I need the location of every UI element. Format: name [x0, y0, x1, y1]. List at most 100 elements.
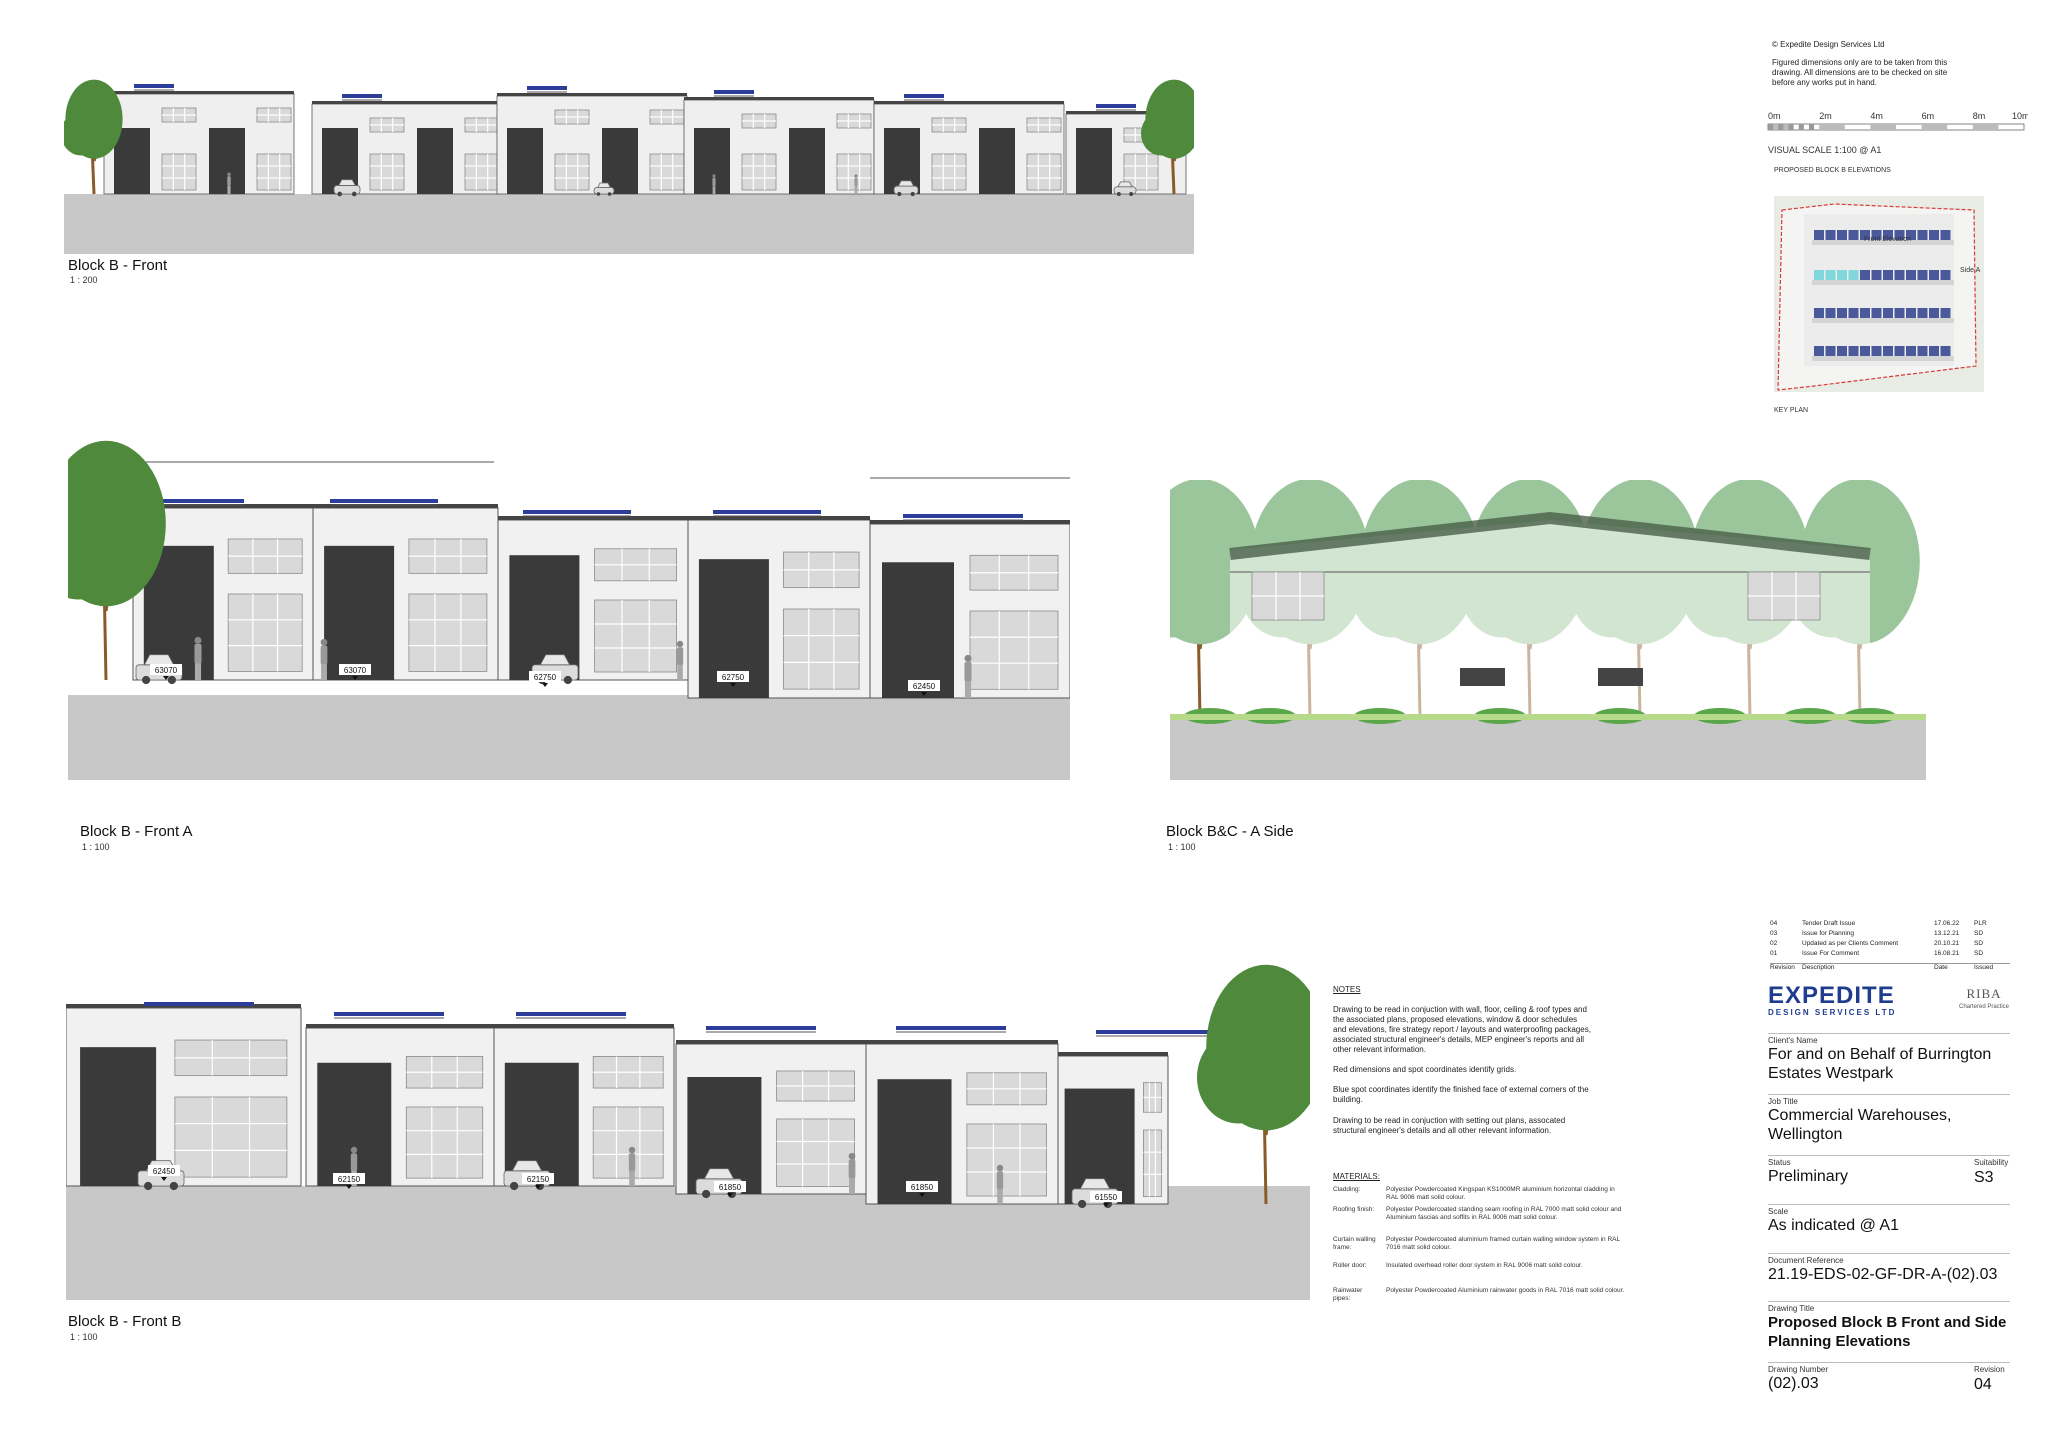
key-plan-caption: PROPOSED BLOCK B ELEVATIONS: [1774, 167, 1891, 174]
solar-panel: [134, 84, 174, 88]
key-plan-unit: [1929, 230, 1939, 240]
view-scale-front-b: 1 : 100: [70, 1332, 98, 1342]
logo-name: EXPEDITE: [1768, 982, 1895, 1009]
scale-value: As indicated @ A1: [1768, 1217, 1899, 1234]
copyright-note: Figured dimensions only are to be taken …: [1772, 58, 1948, 87]
solar-panel: [714, 90, 754, 94]
view-title-front: Block B - Front: [68, 257, 168, 274]
elevation-block-bc-a-side: [1170, 480, 1926, 780]
window: [554, 153, 590, 191]
window: [464, 153, 500, 191]
logo-sub: DESIGN SERVICES LTD: [1768, 1008, 1897, 1017]
key-plan-unit: [1940, 230, 1951, 240]
key-plan-unit: [1848, 270, 1859, 280]
key-plan-unit: [1883, 346, 1893, 356]
roof-line: [1229, 511, 1871, 560]
riba-name: RIBA: [1966, 986, 2002, 1001]
person: [320, 638, 328, 646]
key-plan-unit: [1883, 270, 1893, 280]
roller-door: [324, 545, 395, 680]
key-plan-unit: [1814, 230, 1824, 240]
window: [776, 1118, 855, 1187]
key-plan-unit: [1848, 230, 1859, 240]
solar-panel: [334, 1012, 444, 1016]
status-value: Preliminary: [1768, 1168, 1849, 1185]
window: [405, 1106, 484, 1179]
solar-panel: [713, 510, 821, 514]
note-item: Blue spot coordinates identify the finis…: [1333, 1085, 1589, 1104]
key-plan-unit: [1848, 346, 1859, 356]
roller-door: [789, 128, 825, 194]
drawing-title: Proposed Block B Front and Side Planning…: [1768, 1314, 2007, 1350]
key-plan: Front Elevation Side A: [1774, 196, 1984, 392]
solar-panel: [342, 94, 382, 98]
scale-segment: [1921, 124, 1948, 130]
solar-panel: [706, 1026, 816, 1030]
spot-level: 62150: [338, 1175, 361, 1184]
scale-segment: [1819, 124, 1845, 130]
solar-panel: [527, 86, 567, 90]
spot-level: 62150: [527, 1175, 550, 1184]
scale-block: Scale As indicated @ A1: [1768, 1204, 2010, 1235]
note-item: Red dimensions and spot coordinates iden…: [1333, 1065, 1517, 1074]
drawing-number-block: Drawing Number (02).03 Revision 04: [1768, 1362, 2010, 1393]
spot-level: 61850: [719, 1183, 742, 1192]
key-plan-unit: [1871, 308, 1882, 318]
key-plan-unit: [1860, 270, 1870, 280]
suitability-value: S3: [1974, 1169, 1994, 1186]
riba-logo: RIBA Chartered Practice: [1956, 986, 2012, 1010]
spot-level: 63070: [344, 666, 367, 675]
solar-panel: [1096, 1030, 1236, 1034]
window: [161, 153, 197, 191]
key-plan-unit: [1894, 346, 1905, 356]
side-window: [1598, 668, 1643, 686]
person: [712, 174, 716, 178]
side-window: [1460, 668, 1505, 686]
solar-panel: [523, 510, 631, 514]
solar-panel: [330, 499, 438, 503]
client-name: For and on Behalf of Burrington Estates …: [1768, 1046, 1992, 1082]
revision-value: 04: [1974, 1376, 1992, 1393]
spot-level: 62450: [153, 1167, 176, 1176]
person: [194, 636, 202, 644]
window: [369, 153, 405, 191]
scale-tick-label: 2m: [1819, 111, 1832, 121]
key-plan-unit: [1906, 230, 1916, 240]
roller-door: [209, 128, 245, 194]
person: [854, 174, 858, 178]
key-plan-unit: [1860, 308, 1870, 318]
person: [628, 1146, 636, 1154]
spot-level: 61850: [911, 1183, 934, 1192]
key-plan-unit: [1906, 270, 1916, 280]
person: [350, 1146, 358, 1154]
job-title: Commercial Warehouses, Wellington: [1768, 1107, 1952, 1143]
solar-panel: [903, 514, 1023, 518]
roller-door: [417, 128, 453, 194]
docref-value: 21.19-EDS-02-GF-DR-A-(02).03: [1768, 1266, 1998, 1283]
window: [969, 610, 1059, 690]
roller-door: [694, 128, 730, 194]
note-item: Drawing to be read in conjuction with se…: [1333, 1116, 1566, 1135]
view-scale-front: 1 : 200: [70, 275, 98, 285]
spot-level: 61550: [1095, 1193, 1118, 1202]
key-plan-unit: [1929, 270, 1939, 280]
view-title-a-side: Block B&C - A Side: [1166, 823, 1294, 840]
key-plan-unit: [1825, 346, 1836, 356]
roller-door: [882, 562, 954, 698]
roller-door: [1076, 128, 1112, 194]
side-facade: [1230, 520, 1870, 718]
key-plan-unit: [1860, 346, 1870, 356]
roller-door: [80, 1047, 157, 1186]
key-plan-unit: [1940, 308, 1951, 318]
window: [174, 1096, 288, 1178]
key-plan-unit: [1917, 270, 1928, 280]
key-plan-unit: [1894, 308, 1905, 318]
roller-door: [114, 128, 150, 194]
spot-level: 62450: [913, 682, 936, 691]
drawing-number: (02).03: [1768, 1375, 1819, 1392]
